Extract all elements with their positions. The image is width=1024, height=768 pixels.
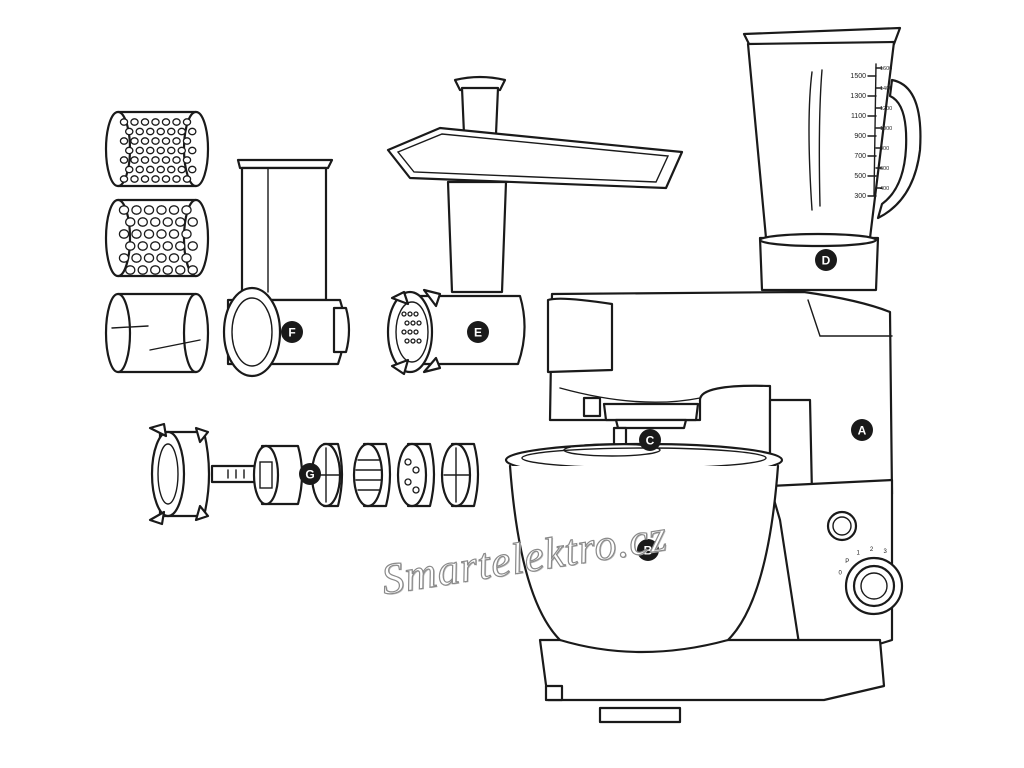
speed-mark: 0 [838,571,842,577]
grinder-accessories-row [148,422,480,526]
mixer-base: 0P 1 2 3 [538,290,904,724]
slicing-drum [104,292,210,374]
badge-letter: D [822,254,831,268]
speed-mark: 2 [870,547,874,553]
badge-letter: E [474,326,482,340]
badge-letter: C [646,434,655,448]
jug-scale-label: 1400 [880,86,892,92]
badge-b-mixing-bowl: B [637,539,659,561]
jug-scale-label: 1000 [880,126,892,132]
grating-drum-coarse [104,198,210,278]
badge-letter: G [305,468,314,482]
jug-scale-label: 300 [854,193,866,200]
badge-letter: A [858,424,867,438]
jug-scale-label: 1100 [851,113,866,120]
jug-scale-label: 1600 [880,66,892,72]
jug-scale-label: 900 [854,133,866,140]
jug-scale-label: 500 [854,173,866,180]
badge-letter: B [644,544,653,558]
badge-e-meat-grinder: E [467,321,489,343]
jug-scale-label: 1500 [850,73,866,80]
jug-scale-label: 600 [880,166,889,172]
jug-scale-label: 800 [880,146,889,152]
jug-scale-label: 700 [854,153,866,160]
speed-mark: P [845,559,849,565]
slicer-housing [222,158,351,378]
jug-scale-label: 1300 [850,93,866,100]
badge-letter: F [288,326,295,340]
meat-grinder-body [386,75,684,376]
badge-a-mixer-base: A [851,419,873,441]
badge-d-blender-jug: D [815,249,837,271]
badge-c-drive-outlet: C [639,429,661,451]
speed-mark: 1 [857,551,861,557]
jug-scale-label: 1200 [880,106,892,112]
blender-jug: 1500 1300 1100 900 700 500 300 1600 1400 1200 1000… [742,26,922,292]
speed-mark: 3 [883,549,887,555]
badge-f-slicer-shredder: F [281,321,303,343]
jug-scale-label: 400 [880,186,889,192]
grating-drum-fine [104,110,210,188]
badge-g-grinder-accessories: G [299,463,321,485]
